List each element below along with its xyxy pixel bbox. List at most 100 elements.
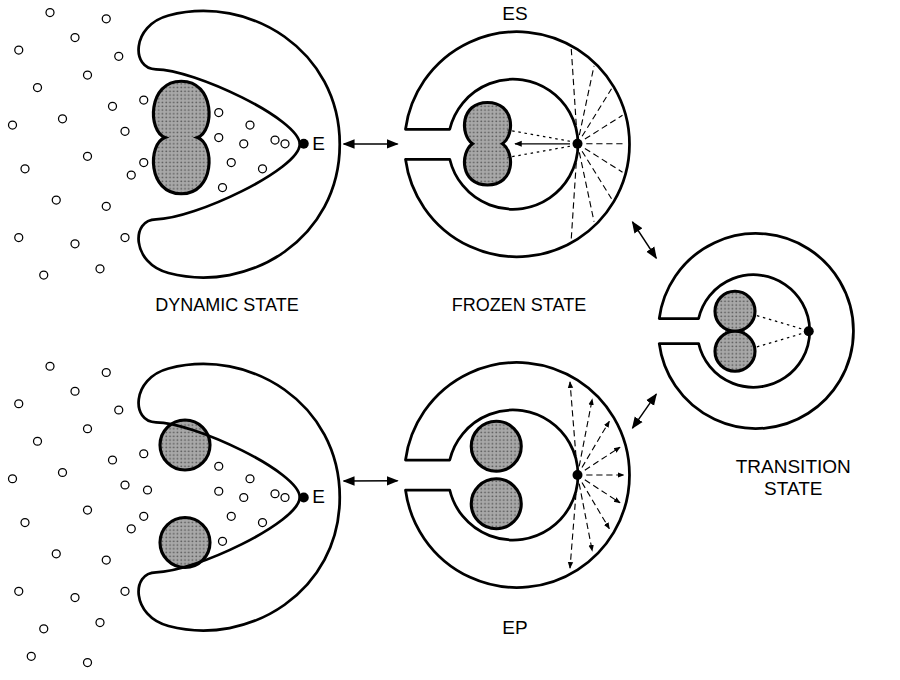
water-molecule (102, 15, 110, 23)
water-molecule (15, 234, 23, 242)
water-molecule (121, 481, 129, 489)
enzyme-outline (139, 11, 340, 277)
enzyme-outline (405, 363, 629, 588)
water-molecule (281, 494, 289, 502)
enzyme-free: E (131, 356, 344, 644)
product-molecule (160, 518, 210, 568)
interaction-line (755, 334, 801, 348)
enzyme-outline-canvas (398, 3, 633, 263)
water-molecule (84, 659, 92, 667)
water-molecule (127, 525, 135, 533)
water-molecule (215, 462, 223, 470)
strain-line (586, 143, 626, 144)
interaction-line (508, 146, 571, 157)
state-label: EP (398, 617, 633, 639)
relaxation-arrow (582, 483, 609, 529)
enzyme-outline-canvas (398, 360, 633, 648)
water-molecule (71, 387, 79, 395)
water-molecule (259, 519, 267, 527)
relaxation-arrow (579, 399, 592, 466)
water-molecule (59, 469, 67, 477)
water-molecule (227, 159, 235, 167)
water-molecule (27, 652, 35, 660)
water-molecule (140, 512, 148, 520)
relaxation-arrow (579, 484, 592, 551)
strain-line (582, 89, 611, 137)
water-molecule (15, 46, 23, 54)
relaxation-arrow (585, 480, 620, 503)
interaction-line (755, 315, 801, 329)
water-molecule (96, 265, 104, 273)
water-molecule (71, 594, 79, 602)
strain-line (585, 148, 623, 172)
water-molecule (46, 9, 54, 17)
water-molecule (121, 127, 129, 135)
water-molecule (227, 512, 235, 520)
interaction-line (508, 130, 571, 141)
state-caption: DYNAMIC STATE (152, 295, 301, 315)
enzyme-outline-canvas (131, 356, 344, 644)
water-molecule (71, 34, 79, 42)
water-molecule (9, 121, 17, 129)
state-label: E (312, 486, 325, 508)
strain-line (579, 66, 594, 135)
state-caption: FROZEN STATE (449, 295, 589, 315)
water-molecule (281, 140, 289, 148)
strain-line (585, 115, 623, 139)
substrate-molecule (153, 81, 209, 194)
substrate-part (715, 291, 755, 331)
substrate-part (715, 331, 755, 371)
water-molecule (102, 556, 110, 564)
water-molecule (84, 506, 92, 514)
water-molecule (259, 165, 267, 173)
water-molecule (40, 271, 48, 279)
water-molecule (40, 625, 48, 633)
label-holder: DYNAMIC STATE (152, 295, 301, 316)
water-molecule (140, 159, 148, 167)
strain-line (579, 152, 594, 221)
water-molecule (215, 109, 223, 117)
water-molecule (52, 550, 60, 558)
enzyme-free: E (131, 3, 344, 291)
water-molecule (246, 121, 254, 129)
relaxation-arrow (586, 474, 624, 475)
water-molecules (9, 362, 290, 666)
water-molecule (84, 425, 92, 433)
water-molecule (15, 400, 23, 408)
water-molecule (84, 71, 92, 79)
water-molecule (34, 437, 42, 445)
relaxation-arrow (582, 421, 609, 467)
relaxation-arrow (585, 447, 620, 470)
water-molecule (21, 519, 29, 527)
enzyme-outline-canvas (131, 3, 344, 291)
equilibrium-arrow (633, 394, 657, 428)
water-molecule (84, 152, 92, 160)
enzyme-product-complex: EP (398, 360, 633, 648)
water-molecule (271, 490, 279, 498)
product-molecule (471, 479, 521, 529)
water-molecule (144, 486, 152, 494)
state-label: TRANSITION STATE (718, 456, 868, 500)
equilibrium-arrow (344, 143, 398, 145)
state-label: ES (398, 3, 633, 25)
water-molecule (240, 494, 248, 502)
equilibrium-arrow (344, 480, 398, 482)
water-molecule (240, 140, 248, 148)
water-molecule (121, 234, 129, 242)
transition-state-complex: TRANSITION STATE (656, 231, 894, 500)
enzyme-outline (405, 31, 629, 256)
water-molecule (21, 165, 29, 173)
water-molecule (219, 537, 227, 545)
water-molecule (121, 587, 129, 595)
water-molecule (15, 587, 23, 595)
enzyme-outline (660, 234, 854, 429)
water-molecule (71, 240, 79, 248)
water-molecule (215, 134, 223, 142)
enzyme-outline (139, 364, 340, 630)
label-holder: FROZEN STATE (449, 295, 589, 316)
water-molecule (96, 619, 104, 627)
water-molecule (52, 196, 60, 204)
substrate-molecule (464, 103, 510, 186)
